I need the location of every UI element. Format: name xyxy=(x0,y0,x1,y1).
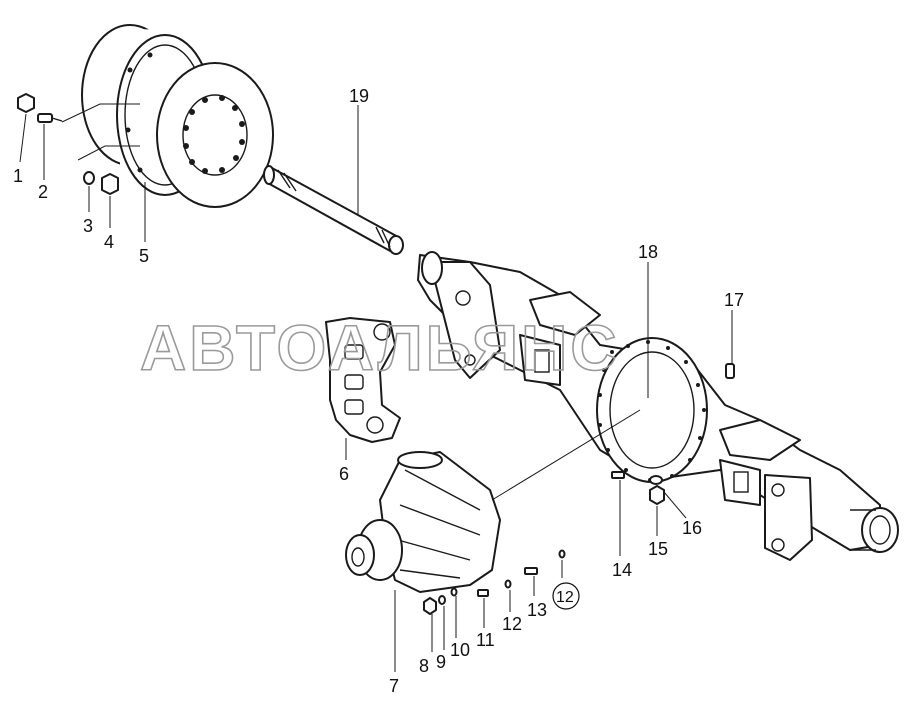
callout-16: 16 xyxy=(682,518,702,538)
callout-17: 17 xyxy=(724,290,744,310)
wheel-nut xyxy=(17,93,35,113)
callout-19: 19 xyxy=(349,86,369,106)
leader-lines xyxy=(19,103,733,672)
watermark-text: АВТОАЛЬЯНС xyxy=(140,312,620,384)
callout-13: 13 xyxy=(527,600,547,620)
callout-9: 9 xyxy=(436,652,446,672)
callout-4: 4 xyxy=(104,232,114,252)
callout-1: 1 xyxy=(13,166,23,186)
plug-14 xyxy=(611,471,625,479)
svg-text:12: 12 xyxy=(556,589,574,606)
callout-2: 2 xyxy=(38,182,48,202)
washer-12-circled xyxy=(558,549,566,559)
wheel-stud xyxy=(37,113,63,123)
spring-washer xyxy=(83,171,95,185)
gasket xyxy=(325,317,401,443)
bolt-11 xyxy=(477,589,489,597)
bolt-8 xyxy=(423,597,437,615)
washer-12 xyxy=(504,579,512,589)
callout-3: 3 xyxy=(83,216,93,236)
hub-nut xyxy=(101,173,119,195)
callout-5: 5 xyxy=(139,246,149,266)
washer-10 xyxy=(450,587,458,597)
half-shaft xyxy=(263,165,404,255)
callout-6: 6 xyxy=(339,464,349,484)
bolt-13 xyxy=(524,567,538,575)
breather-vent xyxy=(725,363,735,379)
callout-18: 18 xyxy=(638,242,658,262)
callout-12: 12 xyxy=(502,614,522,634)
callout-8: 8 xyxy=(419,656,429,676)
drain-plug-15 xyxy=(649,485,665,505)
callout-labels: 1 2 3 4 5 6 7 8 9 10 11 12 12 13 14 15 1… xyxy=(13,86,744,696)
axle-housing xyxy=(417,251,899,561)
washer-9 xyxy=(438,595,446,605)
washer-16 xyxy=(649,475,663,485)
callout-15: 15 xyxy=(648,539,668,559)
callout-7: 7 xyxy=(389,676,399,696)
callout-10: 10 xyxy=(450,640,470,660)
callout-12-circled: 12 xyxy=(552,582,580,610)
main-reducer-carrier xyxy=(345,451,501,593)
brake-drum-hub xyxy=(81,24,274,208)
callout-11: 11 xyxy=(476,630,495,650)
callout-14: 14 xyxy=(612,560,632,580)
